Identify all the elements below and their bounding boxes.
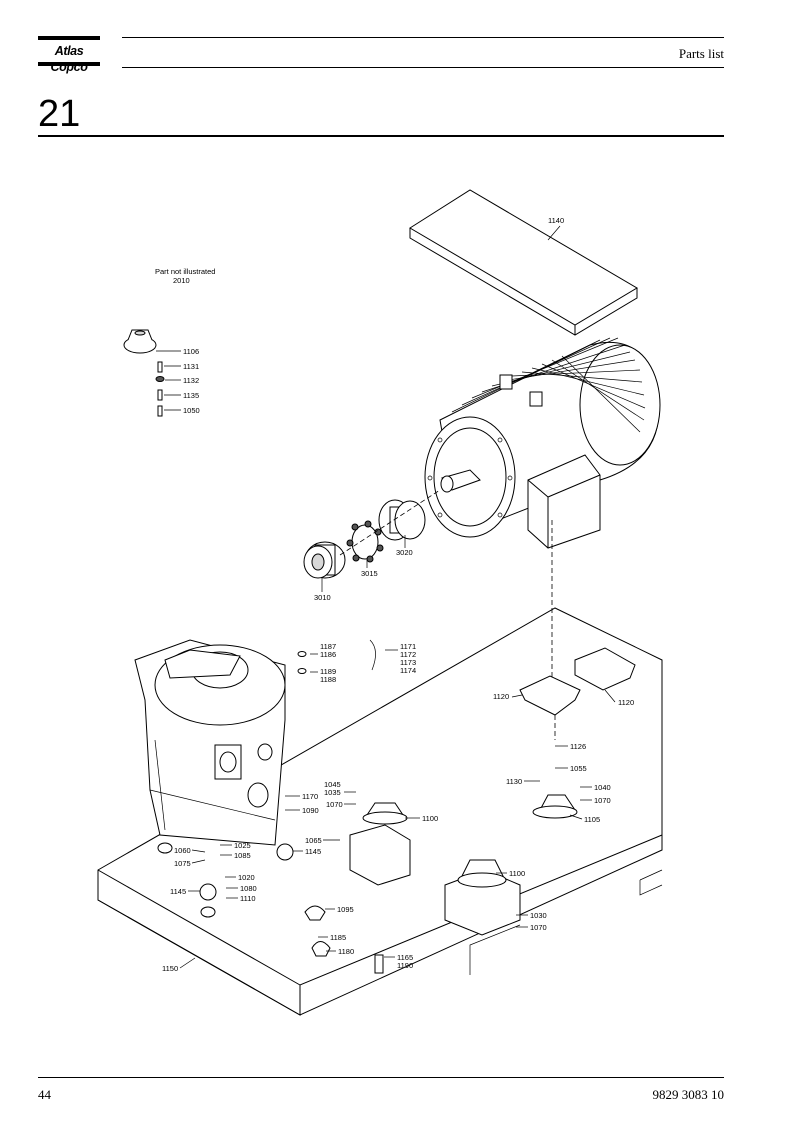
brand-logo: Atlas Copco: [38, 36, 100, 74]
callout-3020: 3020: [396, 548, 413, 557]
header-rule-top: [122, 37, 724, 38]
page-number: 44: [38, 1087, 51, 1102]
logo-top-bar: [38, 36, 100, 40]
callout-1020: 1020: [238, 873, 255, 882]
callout-1185: 1185: [330, 933, 346, 942]
callout-1135: 1135: [183, 391, 199, 400]
callout-1150: 1150: [162, 964, 178, 973]
callout-1130: 1130: [506, 777, 522, 786]
callout-1188: 1188: [320, 675, 336, 684]
callout-1171: 1171: [400, 642, 416, 651]
callout-1030: 1030: [530, 911, 547, 920]
callout-1050: 1050: [183, 406, 200, 415]
callout-3010: 3010: [314, 593, 331, 602]
callout-1190: 1190: [397, 961, 413, 970]
callout-1035: 1035: [324, 788, 341, 797]
callout-1145-b: 1145: [170, 887, 186, 896]
callout-1132: 1132: [183, 376, 199, 385]
section-title: Parts list: [678, 46, 724, 61]
callout-1065: 1065: [305, 836, 322, 845]
callout-1100-b: 1100: [509, 869, 525, 878]
callout-1145-a: 1145: [305, 847, 321, 856]
callout-1095: 1095: [337, 905, 354, 914]
callout-1172: 1172: [400, 650, 416, 659]
callout-1055: 1055: [570, 764, 587, 773]
callout-1106: 1106: [183, 347, 199, 356]
callout-1131: 1131: [183, 362, 199, 371]
note-number: 2010: [173, 276, 190, 285]
callout-1186: 1186: [320, 650, 336, 659]
cover-plate: [409, 189, 638, 336]
callout-1100-a: 1100: [422, 814, 438, 823]
callout-1105: 1105: [584, 815, 600, 824]
callout-labels: Part not illustrated 2010 1106 1131 1132…: [155, 216, 634, 973]
callout-1120-left: 1120: [493, 692, 509, 701]
callout-1165: 1165: [397, 953, 413, 962]
callout-1075: 1075: [174, 859, 191, 868]
callout-1126: 1126: [570, 742, 586, 751]
callout-1045: 1045: [324, 780, 341, 789]
header-rule-bottom: [122, 67, 724, 68]
document-number: 9829 3083 10: [652, 1087, 725, 1102]
coupling-parts: [303, 489, 441, 579]
small-hardware: [123, 329, 384, 974]
callout-1040: 1040: [594, 783, 611, 792]
section-rule: [38, 135, 724, 137]
logo-bottom-bar: [38, 62, 100, 66]
callout-1173: 1173: [400, 658, 416, 667]
note-title: Part not illustrated: [155, 267, 215, 276]
callout-1070-a: 1070: [594, 796, 611, 805]
callout-1070-c: 1070: [530, 923, 547, 932]
callout-1180: 1180: [338, 947, 354, 956]
callout-1187: 1187: [320, 642, 336, 651]
section-number: 21: [38, 93, 81, 135]
callout-1070-b: 1070: [326, 800, 343, 809]
callout-1140: 1140: [548, 216, 564, 225]
callout-1080: 1080: [240, 884, 257, 893]
callout-1189: 1189: [320, 667, 336, 676]
compressor-element: [134, 639, 286, 846]
callout-1025: 1025: [234, 841, 251, 850]
callout-1110: 1110: [240, 894, 256, 903]
callout-1060: 1060: [174, 846, 191, 855]
callout-1090: 1090: [302, 806, 319, 815]
callout-3015: 3015: [361, 569, 378, 578]
leader-lines: [156, 225, 616, 969]
callout-1085: 1085: [234, 851, 251, 860]
footer-rule: [38, 1077, 724, 1078]
mounting-brackets: [349, 520, 636, 936]
callout-1120-right: 1120: [618, 698, 634, 707]
electric-motor: [424, 337, 661, 549]
callout-1174: 1174: [400, 666, 416, 675]
callout-1170: 1170: [302, 792, 318, 801]
